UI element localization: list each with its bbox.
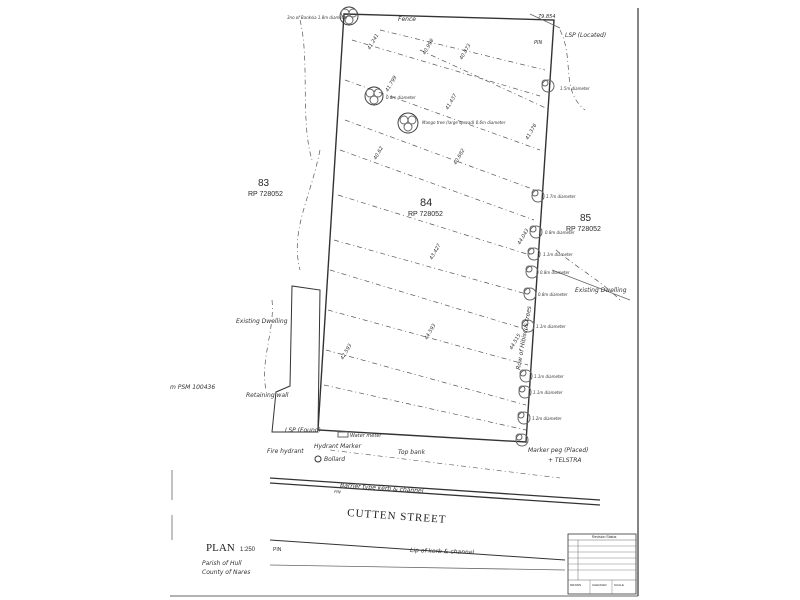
- lot-83-boundary: [271, 285, 321, 433]
- lot-84-boundary: [317, 13, 555, 443]
- fence-label: Fence: [398, 16, 416, 23]
- title-block-row2: CHECKED: [592, 583, 608, 587]
- level-l4: 41.799: [385, 75, 399, 93]
- kerb-top-label: Barrier type kerb & channel: [340, 482, 424, 495]
- level-l8: 41.376: [525, 123, 539, 141]
- tree-top-left-icon: [339, 6, 359, 26]
- level-l10: 44.043: [517, 228, 531, 246]
- telstra-label: + TELSTRA: [548, 457, 581, 464]
- tree-r2-label: 1.7m diameter: [546, 194, 576, 199]
- existing-dwelling-left-label: Existing Dwelling: [236, 318, 288, 325]
- lot-83-contours: [264, 19, 321, 391]
- lot-83-number: 83: [258, 178, 270, 189]
- plan-title: PLAN: [206, 542, 235, 554]
- title-block-row1: DRAWN: [570, 583, 581, 587]
- level-l11: 44.593: [424, 323, 438, 341]
- tree-r6-label: 0.8m diameter: [538, 292, 568, 297]
- tree-mid2-icon: [397, 112, 419, 134]
- tree-mid2-label: Mango tree (large spread) 0.6m diameter: [422, 120, 506, 125]
- pin-street-label: PIN: [334, 489, 341, 494]
- plan-scale: 1:250: [240, 547, 256, 553]
- level-l1: 41.241: [367, 33, 381, 51]
- existing-dwelling-right-label: Existing Dwelling: [575, 287, 627, 294]
- tree-row-right: [515, 79, 555, 447]
- top-bank-label: Top bank: [398, 449, 426, 456]
- water-meter-label: Water meter: [350, 433, 382, 439]
- kerb-bottom-label: Lip of kerb & channel: [410, 547, 475, 556]
- tree-r1-label: 1.5m diameter: [560, 86, 590, 91]
- title-block: [567, 533, 637, 595]
- level-l5: 41.437: [445, 92, 459, 111]
- street-name: CUTTEN STREET: [347, 507, 447, 526]
- tree-mid1-label: 0.8m diameter: [386, 95, 416, 100]
- tree-r5-label: 0.8m diameter: [540, 270, 570, 275]
- pin-top-label: PIN: [534, 40, 542, 46]
- county-label: County of Nares: [202, 569, 250, 576]
- level-l7: 40.682: [453, 148, 467, 166]
- lot-85-contours: [551, 29, 631, 301]
- level-l6: 40.62: [373, 146, 385, 161]
- retaining-wall-label: Retaining wall: [246, 392, 289, 399]
- lot-84-number: 84: [420, 197, 432, 209]
- lsp-found-label: LSP (Found): [285, 427, 321, 434]
- tree-r7-label: 1.1m diameter: [536, 324, 566, 329]
- tree-r8-label: 1.1m diameter: [534, 374, 564, 379]
- corner-leader-line: [529, 13, 561, 29]
- tree-top-left-label: 3no of Banksia 1.8m diameter: [287, 15, 348, 20]
- level-l3: 40.873: [459, 43, 473, 61]
- tree-r9-label: 1.1m diameter: [533, 390, 563, 395]
- psm-label: m PSM 100436: [170, 384, 215, 391]
- tree-r9: [518, 385, 532, 399]
- level-l12: 42.593: [340, 343, 354, 361]
- tree-r11: [515, 433, 529, 447]
- tree-r5: [525, 265, 539, 279]
- water-meter-icon: [337, 431, 349, 438]
- level-l9: 43.427: [429, 242, 443, 261]
- bollard-icon: [314, 455, 322, 463]
- tree-r7: [521, 319, 535, 333]
- tree-r3: [529, 225, 543, 239]
- level-values: 41.241 40.998 40.873 41.799 41.437 40.62…: [340, 33, 539, 361]
- tree-r4: [527, 247, 541, 261]
- tree-r1: [541, 79, 555, 93]
- street-lines: [269, 449, 601, 571]
- title-block-header: Revision Status: [592, 535, 617, 539]
- tree-r3-label: 0.8m diameter: [545, 230, 575, 235]
- parish-label: Parish of Hull: [202, 560, 242, 567]
- corner-level-top: 79.854: [538, 14, 556, 20]
- pin-plan-label: PIN: [273, 547, 282, 553]
- title-block-row3: SCALE: [614, 583, 624, 587]
- tree-r8: [519, 369, 533, 383]
- fire-hydrant-label: Fire hydrant: [267, 448, 304, 455]
- lot-85-plan: RP 728052: [566, 226, 601, 233]
- tree-r2: [531, 189, 545, 203]
- tree-r10-label: 1.2m diameter: [532, 416, 562, 421]
- tree-r4-label: 1.1m diameter: [543, 252, 573, 257]
- hydrant-marker-label: Hydrant Marker: [314, 443, 362, 450]
- tree-r6: [523, 287, 537, 301]
- bollard-label: Bollard: [324, 456, 345, 463]
- lsp-located-label: LSP (Located): [565, 32, 606, 39]
- tree-mid1-icon: [364, 86, 384, 106]
- marker-peg-label: Marker peg (Placed): [528, 447, 589, 454]
- lot-85-number: 85: [580, 213, 592, 224]
- lot-84-plan: RP 728052: [408, 211, 443, 218]
- contour-lines: [323, 29, 551, 431]
- lot-83-plan: RP 728052: [248, 191, 283, 198]
- tree-r10: [517, 411, 531, 425]
